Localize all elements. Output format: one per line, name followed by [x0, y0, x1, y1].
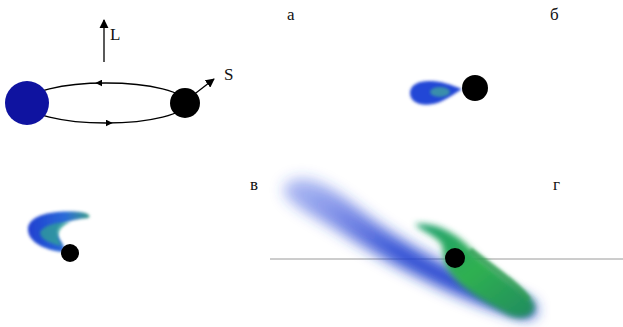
angular-momentum-arrow [103, 20, 104, 62]
panel-letter: б [550, 6, 559, 23]
orbit-ellipse [26, 83, 186, 123]
orbit-arrow [96, 83, 112, 84]
vector-label: S [224, 66, 233, 83]
black-hole [445, 248, 465, 268]
bound-debris-stream [415, 224, 535, 318]
panel-c [28, 212, 90, 262]
distorted-star [410, 81, 462, 105]
black-hole [61, 244, 79, 262]
panel-a [5, 20, 214, 125]
debris-tail [283, 178, 536, 318]
vector-label: L [110, 26, 120, 43]
panel-b [410, 75, 488, 105]
spin-arrow [192, 79, 214, 96]
panel-d [270, 178, 623, 318]
panel-letter: в [250, 176, 258, 193]
panel-letter: а [287, 6, 295, 23]
stretched-star [28, 212, 90, 252]
black-hole [462, 75, 488, 101]
orbit-arrow [96, 123, 112, 124]
panel-letter: г [553, 176, 560, 193]
debris-loop [470, 250, 528, 300]
star [5, 81, 49, 125]
star-core [430, 87, 450, 97]
star-core [40, 222, 70, 246]
